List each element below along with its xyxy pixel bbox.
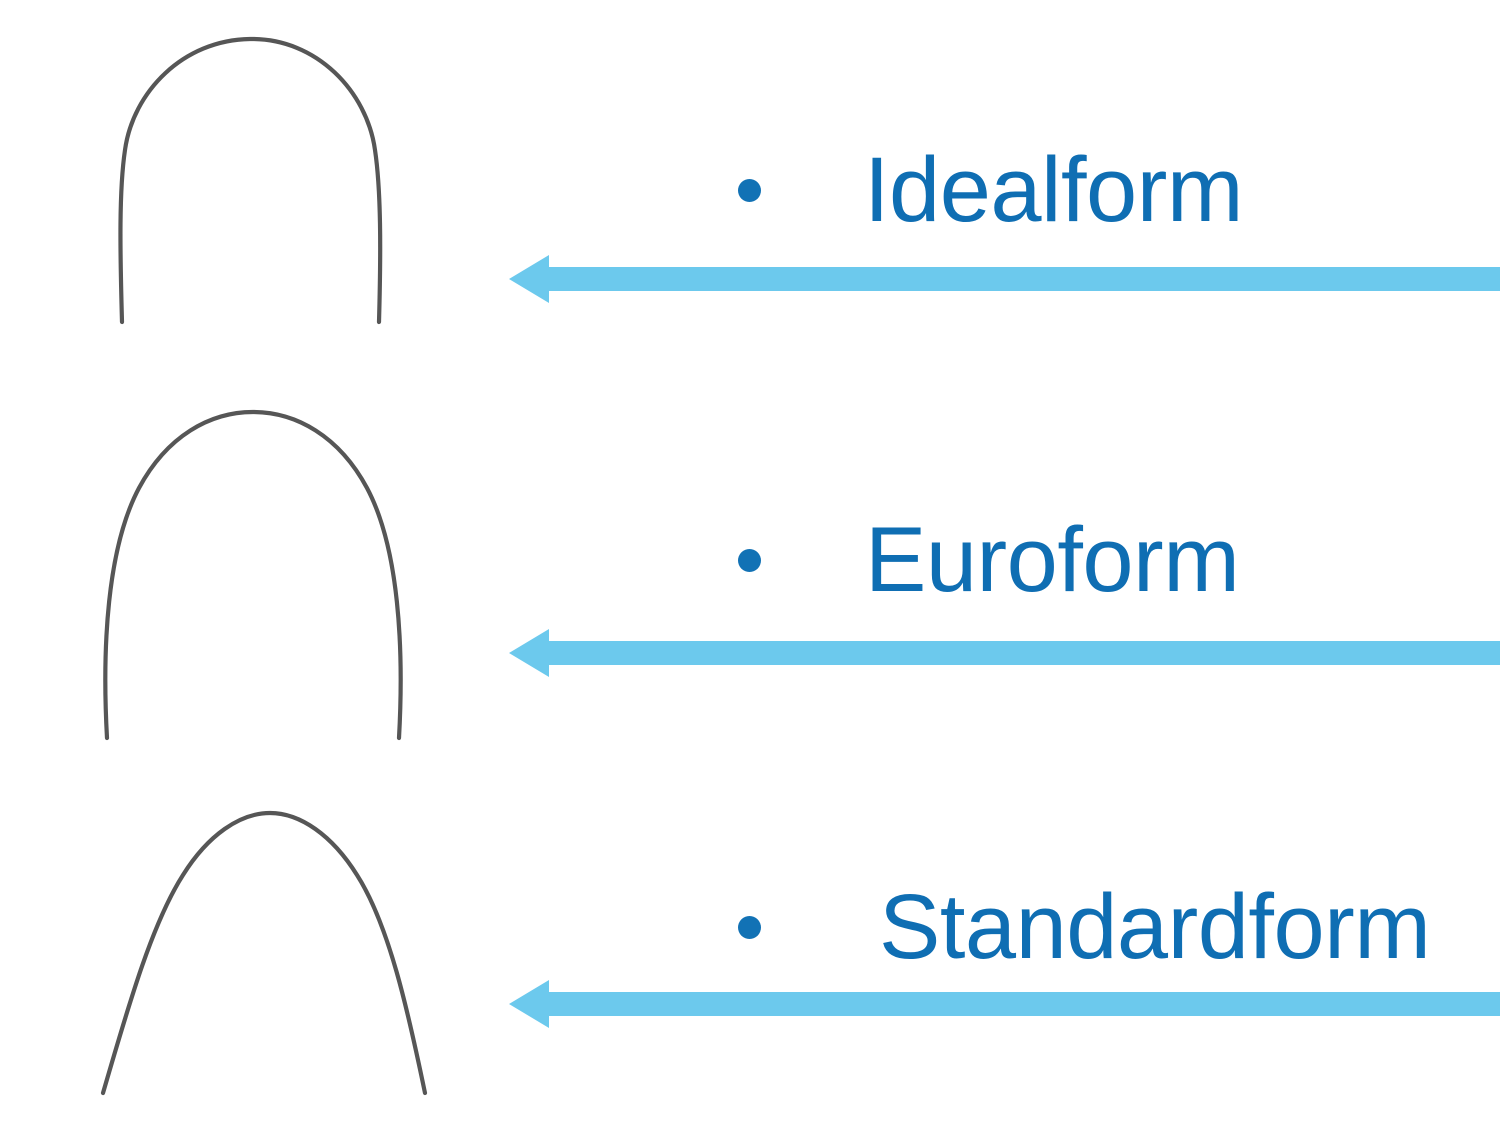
left-arrow-shape — [509, 255, 1500, 303]
left-arrow-shape — [509, 629, 1500, 677]
left-arrow-icon — [509, 980, 1500, 1028]
archwire-idealform-drawing — [118, 36, 383, 325]
bullet-label-euroform: Euroform — [865, 509, 1240, 611]
archwire-euroform-figure — [85, 398, 455, 748]
left-arrow-icon — [509, 629, 1500, 677]
bullet-dot-icon — [738, 548, 761, 572]
bullet-label-standardform: Standardform — [879, 876, 1431, 978]
bullet-item-euroform: Euroform — [738, 505, 1240, 615]
archwire-idealform-path — [118, 36, 383, 325]
archwire-idealform-figure — [95, 20, 465, 340]
archwire-euroform-drawing — [103, 409, 403, 741]
archwire-standardform-drawing — [100, 810, 428, 1096]
arrow-standardform — [505, 976, 1500, 1032]
left-arrow-shape — [509, 980, 1500, 1028]
arrow-euroform — [505, 625, 1500, 681]
bullet-item-idealform: Idealform — [738, 135, 1244, 245]
arrow-idealform — [505, 251, 1500, 307]
bullet-label-idealform: Idealform — [864, 139, 1244, 241]
bullet-dot-icon — [738, 178, 761, 202]
archwire-standardform-path — [100, 810, 428, 1096]
bullet-item-standardform: Standardform — [738, 872, 1431, 982]
archwire-euroform-path — [103, 409, 403, 741]
left-arrow-icon — [509, 255, 1500, 303]
bullet-dot-icon — [738, 915, 761, 939]
archwire-standardform-figure — [75, 785, 455, 1105]
